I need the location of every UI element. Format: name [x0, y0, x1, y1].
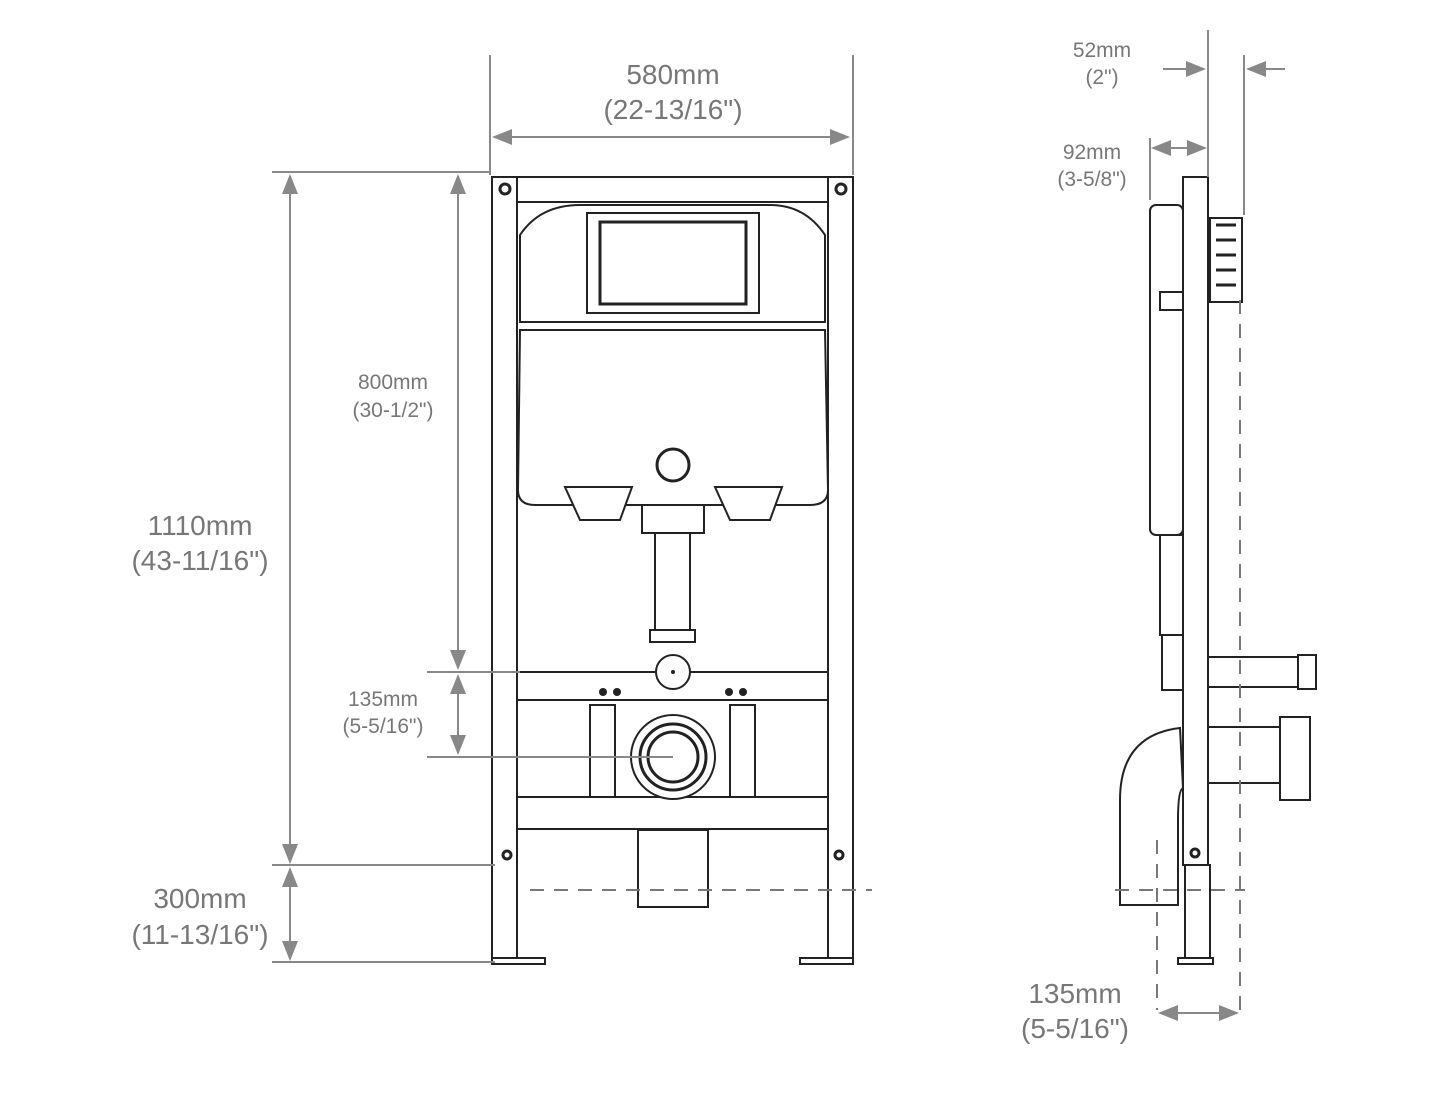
frame-depth-in-label: (3-5/8"): [1057, 168, 1126, 191]
width-in-label: (22-13/16"): [603, 94, 742, 125]
side-view: 52mm (2") 92mm (3-5/8") 135mm (5-5/16"): [1021, 30, 1317, 1044]
cistern: [516, 204, 830, 690]
leg-height-mm-label: 300mm: [153, 883, 246, 914]
frame-depth-mm-label: 92mm: [1063, 141, 1121, 164]
outlet-offset-mm-label: 135mm: [348, 688, 418, 711]
outlet-depth-mm-label: 135mm: [1028, 978, 1121, 1009]
outlet-offset-in-label: (5-5/16"): [343, 715, 424, 738]
inlet-height-in-label: (30-1/2"): [353, 399, 434, 422]
flange-depth-in-label: (2"): [1085, 66, 1118, 89]
height-mm-label: 1110mm: [148, 510, 253, 541]
outlet-depth-in-label: (5-5/16"): [1021, 1013, 1129, 1044]
leg-height-in-label: (11-13/16"): [131, 919, 268, 950]
flange-depth-mm-label: 52mm: [1073, 39, 1131, 62]
front-view: 580mm (22-13/16") 1110mm (43-11/16") 800…: [131, 55, 872, 965]
outlet: [630, 714, 716, 908]
width-mm-label: 580mm: [626, 59, 719, 90]
height-in-label: (43-11/16"): [131, 545, 268, 576]
inlet-height-mm-label: 800mm: [358, 371, 428, 394]
